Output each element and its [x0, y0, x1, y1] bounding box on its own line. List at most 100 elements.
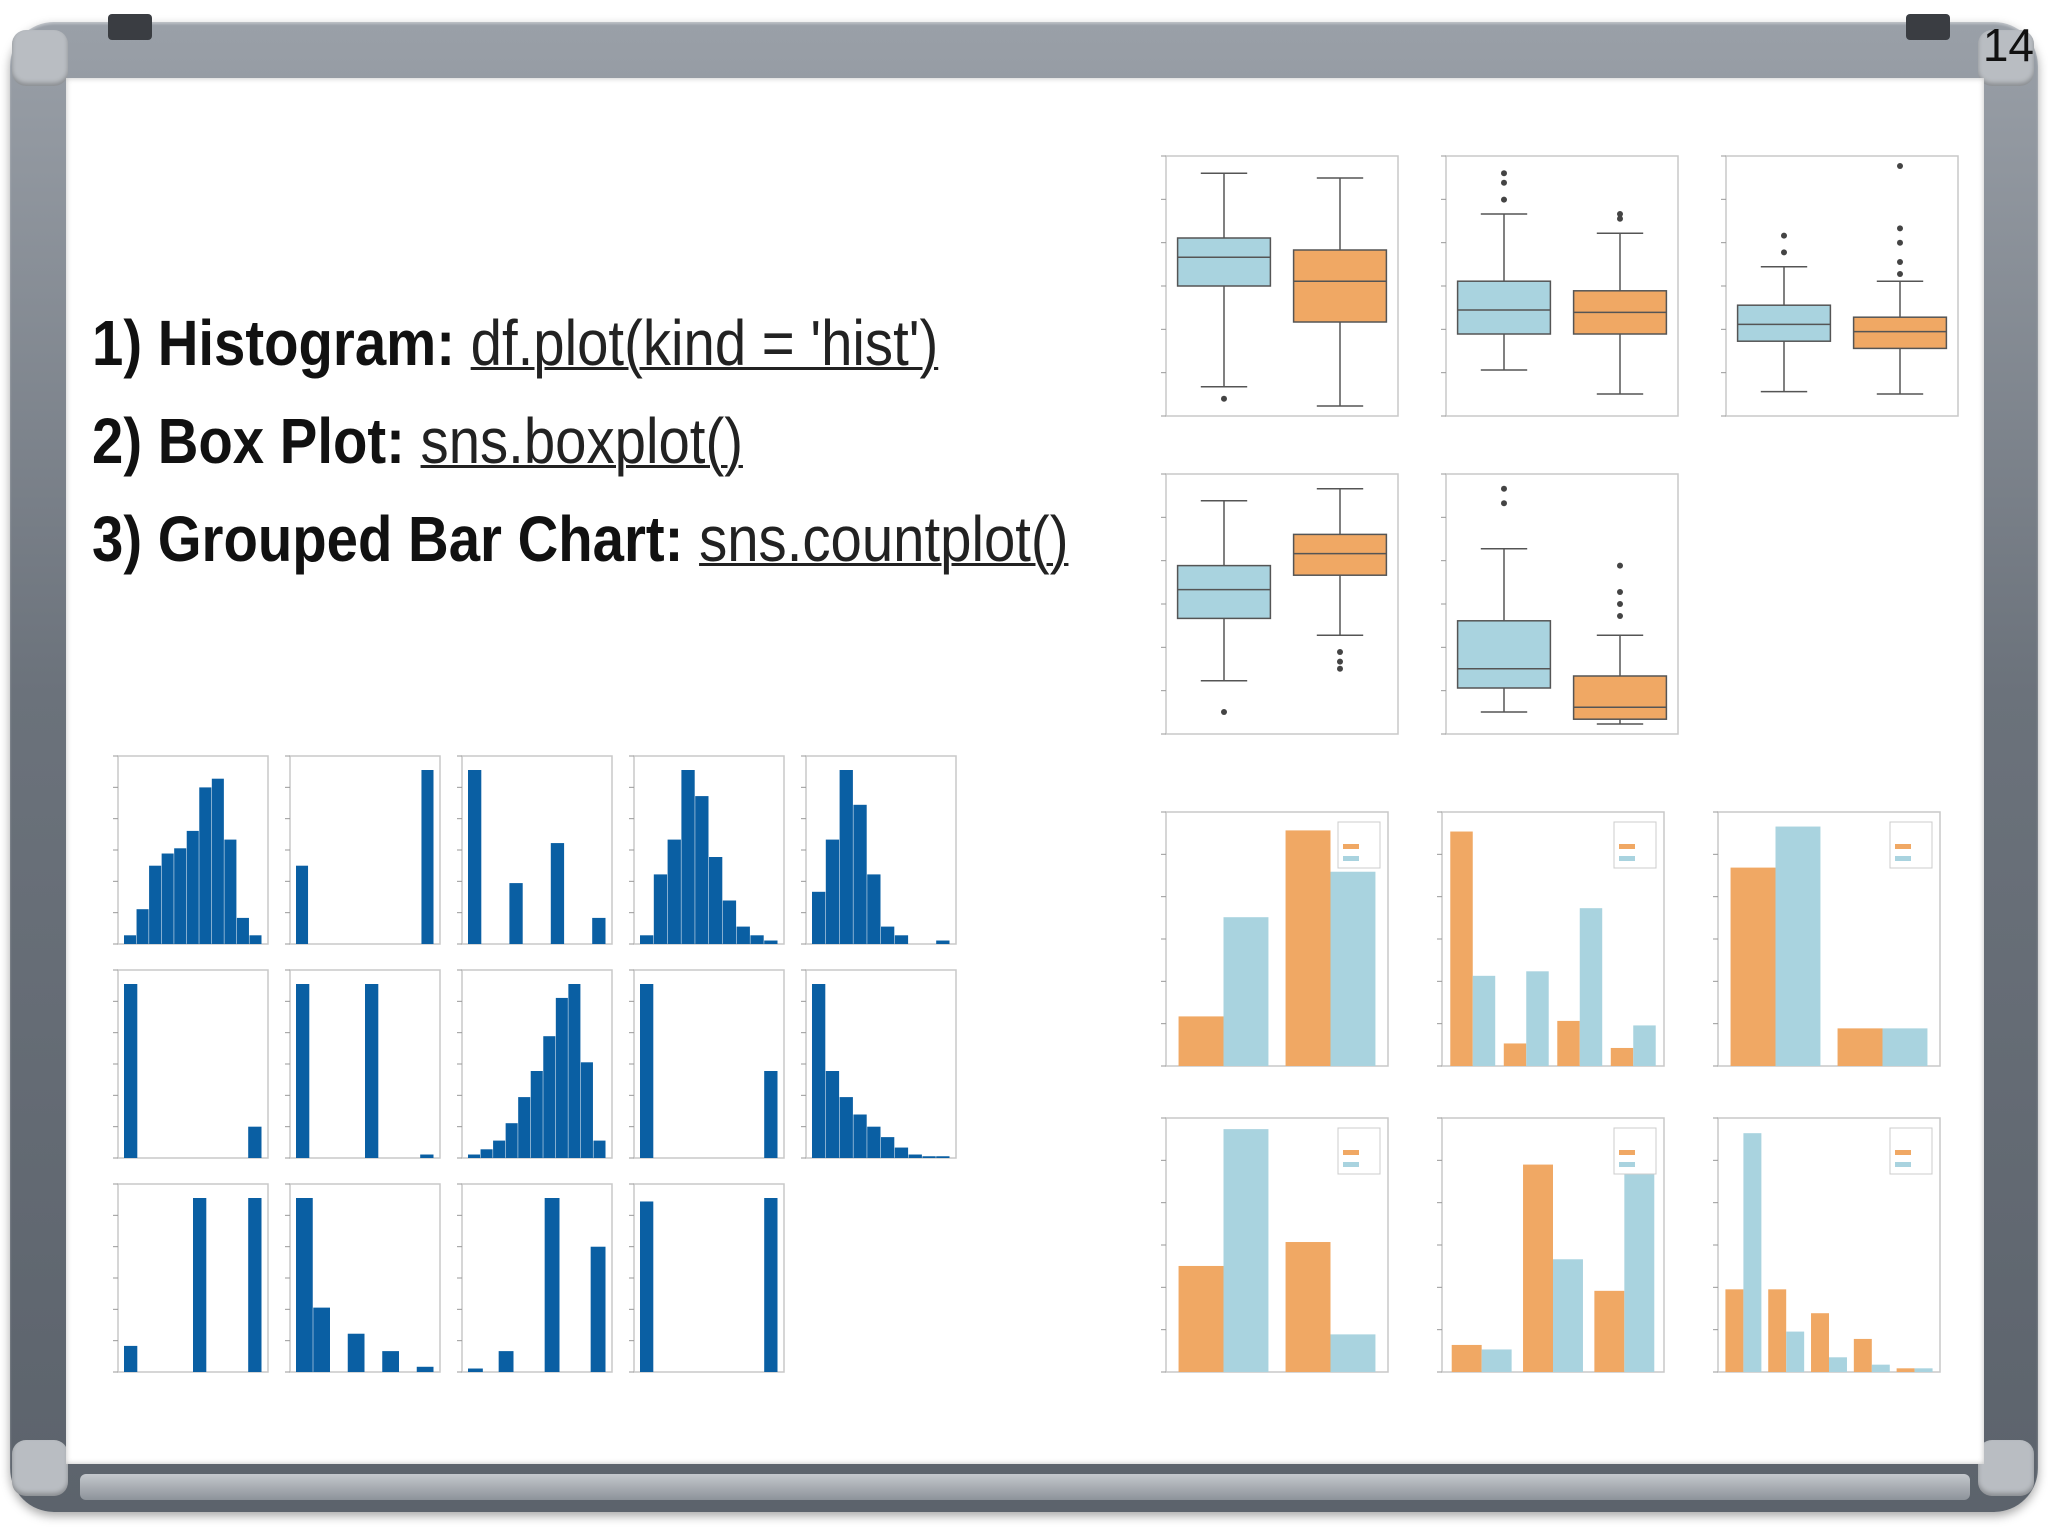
boxplot-outlier — [1897, 225, 1903, 232]
countplot-panel — [1161, 811, 1389, 1067]
countplot-bar-blue — [1871, 1364, 1890, 1372]
countplot-legend-swatch — [1619, 1162, 1635, 1167]
histogram-panel — [285, 969, 441, 1159]
boxplot-outlier — [1337, 665, 1343, 672]
histogram-bar — [498, 1351, 514, 1372]
countplot-legend-swatch — [1895, 1150, 1911, 1155]
histogram-bar — [296, 865, 309, 944]
histogram-panel-frame — [633, 1183, 785, 1373]
boxplot-box — [1852, 316, 1948, 350]
countplot-bar-blue — [1633, 1025, 1656, 1066]
boxplot-panel — [1441, 473, 1679, 735]
histogram-bar — [416, 1366, 434, 1372]
histogram-panel-frame — [289, 755, 441, 945]
histogram-bar — [421, 770, 434, 944]
countplot-bar-orange — [1285, 1242, 1331, 1372]
boxplot-box — [1736, 304, 1832, 342]
countplot-legend-swatch — [1343, 1150, 1359, 1155]
histogram-bar — [505, 1123, 518, 1158]
histogram-panel-frame — [117, 969, 269, 1159]
countplot-bar-blue — [1882, 1028, 1928, 1066]
histogram-panel — [629, 1183, 785, 1373]
boxplot-outlier — [1617, 589, 1623, 595]
histogram-bar — [825, 1071, 840, 1158]
boxplot-panel-frame — [1725, 155, 1959, 417]
countplot-bar-orange — [1853, 1338, 1872, 1372]
histogram-bar — [224, 839, 237, 944]
histogram-bar — [593, 1140, 606, 1158]
histogram-bar — [640, 984, 654, 1158]
boxplot-panel — [1161, 155, 1399, 417]
histogram-panel — [457, 755, 613, 945]
boxplot-box — [1292, 533, 1388, 576]
histogram-panel — [113, 755, 269, 945]
histogram-bar — [493, 1140, 506, 1158]
countplot-bar-orange — [1178, 1016, 1224, 1066]
countplot-bar-orange — [1730, 867, 1776, 1066]
histogram-bar — [365, 984, 379, 1158]
histogram-bar — [347, 1333, 365, 1372]
boxplot-outlier — [1501, 170, 1507, 177]
histogram-bar — [420, 1154, 434, 1158]
line-grouped-bar: 3) Grouped Bar Chart: sns.countplot() — [92, 502, 1068, 576]
histogram-panel — [629, 755, 785, 945]
countplot-bar-orange — [1811, 1313, 1829, 1372]
histogram-panel — [113, 969, 269, 1159]
countplot-legend-swatch — [1619, 844, 1635, 849]
histogram-bar — [867, 1126, 881, 1158]
histogram-bar — [530, 1071, 543, 1158]
boxplot-outlier — [1781, 232, 1787, 239]
histogram-bar — [186, 830, 199, 944]
countplot-bar-orange — [1896, 1368, 1915, 1372]
boxplot-outlier — [1617, 215, 1623, 222]
countplot-bar-orange — [1178, 1265, 1224, 1372]
line-histogram-code: df.plot(kind = 'hist') — [470, 307, 939, 379]
histogram-panel — [801, 755, 957, 945]
countplot-bar-orange — [1503, 1043, 1527, 1066]
histogram-bar — [764, 1198, 778, 1372]
histogram-panel — [801, 969, 957, 1159]
histogram-panel-frame — [461, 755, 613, 945]
slide-number: 14 — [1982, 19, 2034, 71]
histogram-bar — [550, 843, 565, 944]
histogram-bar — [936, 940, 950, 944]
countplot-bar-orange — [1450, 831, 1473, 1066]
line-boxplot: 2) Box Plot: sns.boxplot() — [92, 404, 743, 478]
countplot-legend-swatch — [1343, 1162, 1359, 1167]
countplot-bar-blue — [1786, 1331, 1805, 1372]
histogram-bar — [236, 917, 249, 944]
histogram-grid — [113, 755, 957, 1373]
histogram-bar — [922, 1156, 936, 1158]
boxplot-outlier — [1897, 271, 1903, 277]
histogram-bar — [709, 857, 723, 944]
boxplot-box — [1176, 564, 1272, 620]
countplot-legend-swatch — [1619, 1150, 1635, 1155]
boxplot-box — [1176, 237, 1272, 287]
histogram-bar — [480, 1149, 493, 1158]
countplot-legend-swatch — [1619, 856, 1635, 861]
histogram-bar — [518, 1097, 531, 1158]
countplot-bar-blue — [1481, 1349, 1512, 1372]
boxplot-outlier — [1617, 601, 1623, 607]
histogram-bar — [839, 1097, 853, 1158]
histogram-bar — [193, 1198, 207, 1372]
countplot-bar-blue — [1223, 1129, 1269, 1372]
histogram-bar — [468, 770, 482, 944]
histogram-panel — [457, 1183, 613, 1373]
countplot-bar-blue — [1330, 871, 1376, 1066]
countplot-legend-swatch — [1343, 844, 1359, 849]
histogram-bar — [296, 984, 310, 1158]
countplot-panel — [1437, 811, 1665, 1067]
line-histogram-label: 1) Histogram: — [92, 307, 455, 379]
countplot-bar-blue — [1579, 908, 1603, 1066]
histogram-bar — [653, 874, 668, 944]
histogram-bar — [881, 926, 895, 944]
histogram-bar — [248, 1198, 262, 1372]
histogram-bar — [161, 853, 174, 944]
boxplot-outlier — [1617, 562, 1623, 569]
countplot-bar-orange — [1557, 1020, 1580, 1066]
histogram-bar — [640, 935, 654, 944]
histogram-bar — [667, 839, 681, 944]
boxplot-panel — [1721, 155, 1959, 417]
histogram-panel — [629, 969, 785, 1159]
